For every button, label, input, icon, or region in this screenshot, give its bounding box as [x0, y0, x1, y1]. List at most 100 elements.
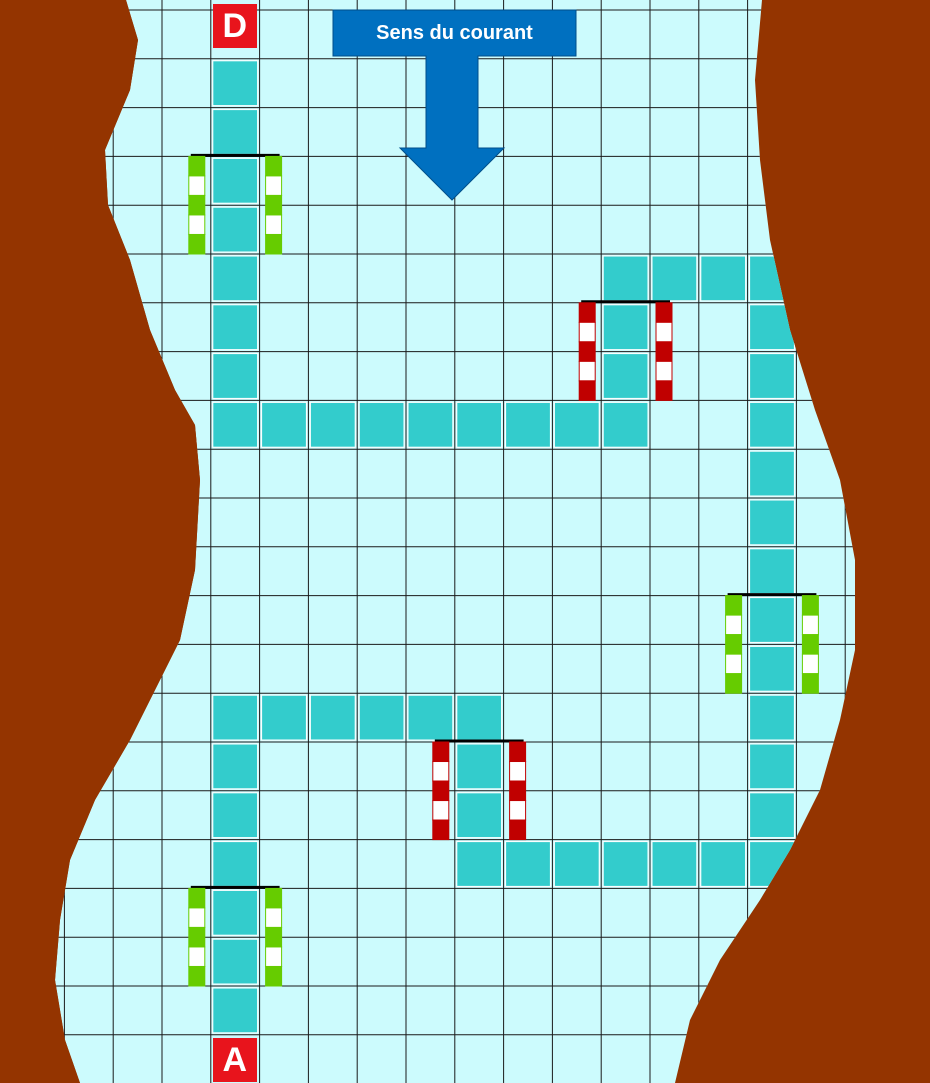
gate-pole-segment [433, 801, 449, 821]
gate-pole-segment [579, 322, 595, 342]
gate-pole-segment [189, 195, 205, 215]
gate-pole-segment [510, 801, 526, 821]
course-tile [603, 402, 648, 447]
gate-pole-segment [510, 742, 526, 762]
course-tile [750, 500, 795, 545]
course-tile [457, 744, 502, 789]
course-tile [213, 402, 258, 447]
course-tile [750, 646, 795, 691]
course-tile [213, 939, 258, 984]
gate-pole-segment [656, 322, 672, 342]
course-tile [750, 793, 795, 838]
course-tile [457, 842, 502, 887]
course-tile [213, 744, 258, 789]
course-tile [750, 451, 795, 496]
course-tile [701, 842, 746, 887]
gate-pole-segment [579, 303, 595, 323]
gate-pole-segment [726, 615, 742, 635]
course-tile [603, 842, 648, 887]
gate-pole-segment [802, 596, 818, 616]
course-tile [262, 695, 307, 740]
course-tile [750, 598, 795, 643]
gate-pole-segment [579, 361, 595, 381]
gate-pole-segment [579, 381, 595, 401]
gate-pole-segment [433, 762, 449, 782]
course-tile [408, 695, 453, 740]
gate-pole-segment [266, 888, 282, 908]
course-tile [213, 890, 258, 935]
course-tile [213, 61, 258, 106]
course-tile [213, 305, 258, 350]
gate-pole-segment [656, 303, 672, 323]
course-tile [213, 988, 258, 1033]
course-tile [310, 402, 355, 447]
gate-pole-segment [189, 908, 205, 928]
course-tile [213, 158, 258, 203]
course-tile [603, 354, 648, 399]
gate-pole-segment [189, 927, 205, 947]
gate-pole-segment [266, 156, 282, 176]
current-direction-label: Sens du courant [333, 10, 576, 56]
course-tile [603, 256, 648, 301]
gate-pole-segment [726, 596, 742, 616]
gate-pole-segment [266, 927, 282, 947]
gate-pole-segment [266, 215, 282, 235]
gate-pole-segment [433, 781, 449, 801]
gate-pole-segment [189, 215, 205, 235]
course-tile [457, 402, 502, 447]
gate-pole-segment [266, 908, 282, 928]
course-tile [359, 695, 404, 740]
gate-pole-segment [656, 361, 672, 381]
course-tile [213, 793, 258, 838]
course-tile [652, 256, 697, 301]
gate-pole-segment [802, 674, 818, 694]
gate-pole-segment [433, 742, 449, 762]
course-tile [750, 354, 795, 399]
course-tile [603, 305, 648, 350]
course-tile [262, 402, 307, 447]
gate-pole-segment [189, 966, 205, 986]
gate-pole-segment [579, 342, 595, 362]
course-tile [750, 744, 795, 789]
gate-pole-segment [266, 947, 282, 967]
gate-pole-segment [656, 381, 672, 401]
course-tile [359, 402, 404, 447]
gate-pole-segment [802, 654, 818, 674]
course-tile [750, 549, 795, 594]
course-tile [701, 256, 746, 301]
course-tile [213, 256, 258, 301]
course-tile [652, 842, 697, 887]
gate-pole-segment [433, 820, 449, 840]
course-tile [213, 354, 258, 399]
course-tile [213, 110, 258, 155]
gate-pole-segment [510, 820, 526, 840]
gate-pole-segment [726, 635, 742, 655]
gate-pole-segment [189, 947, 205, 967]
course-tile [554, 402, 599, 447]
gate-pole-segment [510, 762, 526, 782]
gate-pole-segment [189, 156, 205, 176]
course-tile [554, 842, 599, 887]
gate-pole-segment [189, 176, 205, 196]
start-marker-d: D [213, 4, 257, 48]
course-tile [310, 695, 355, 740]
gate-pole-segment [656, 342, 672, 362]
course-tile [213, 842, 258, 887]
gate-pole-segment [266, 176, 282, 196]
gate-pole-segment [510, 781, 526, 801]
course-tile [457, 695, 502, 740]
course-tile [750, 695, 795, 740]
gate-pole-segment [189, 888, 205, 908]
course-tile [213, 695, 258, 740]
course-tile [506, 842, 551, 887]
gate-pole-segment [266, 966, 282, 986]
course-tile [457, 793, 502, 838]
gate-pole-segment [802, 635, 818, 655]
gate-pole-segment [266, 195, 282, 215]
course-tile [750, 402, 795, 447]
gate-pole-segment [189, 234, 205, 254]
gate-pole-segment [726, 654, 742, 674]
gate-pole-segment [726, 674, 742, 694]
gate-pole-segment [802, 615, 818, 635]
gate-pole-segment [266, 234, 282, 254]
